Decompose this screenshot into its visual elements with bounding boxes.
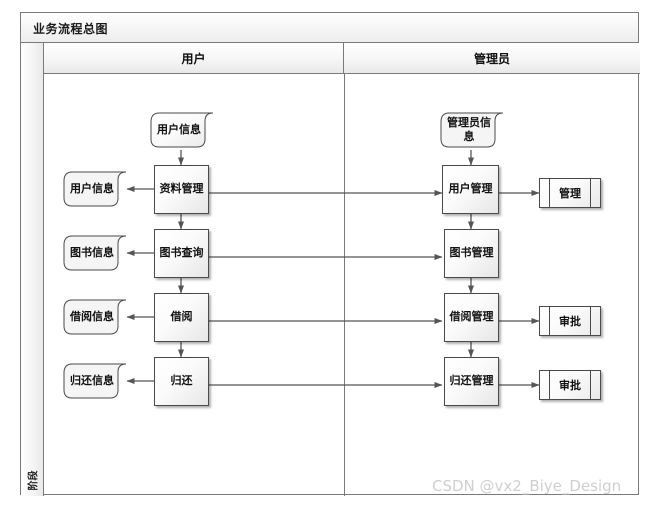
datastore-rule-right (590, 179, 591, 207)
node-return-info-store[interactable]: 归还信息 (62, 361, 128, 401)
datastore-rule-right (590, 371, 591, 399)
node-label: 用户信息 (70, 181, 114, 195)
node-label: 审批 (559, 379, 581, 392)
document-shape-icon (63, 171, 127, 207)
node-user-info-store[interactable]: 用户信息 (62, 169, 128, 209)
phase-label: 阶段 (28, 470, 40, 491)
node-book-info-store[interactable]: 图书信息 (62, 233, 128, 273)
lane-divider (344, 74, 345, 496)
node-profile-manage[interactable]: 资料管理 (154, 165, 209, 214)
node-label: 管理员信息 (447, 115, 491, 143)
node-borrow-manage[interactable]: 借阅管理 (444, 293, 499, 342)
node-label: 管理 (559, 187, 581, 200)
lane-header-admin: 管理员 (344, 43, 640, 74)
node-return[interactable]: 归还 (154, 357, 209, 406)
node-borrow-info-store[interactable]: 借阅信息 (62, 297, 128, 337)
node-manage-store[interactable]: 管理 (539, 178, 601, 208)
node-label: 图书信息 (70, 245, 114, 259)
node-label: 审批 (559, 315, 581, 328)
lane-header-user: 用户 (44, 43, 344, 74)
watermark: CSDN @vx2_Biye_Design (432, 477, 622, 495)
document-shape-icon (63, 299, 127, 335)
node-approve-return[interactable]: 审批 (539, 370, 601, 400)
node-borrow[interactable]: 借阅 (154, 293, 209, 342)
datastore-rule-left (549, 371, 550, 399)
node-book-manage[interactable]: 图书管理 (444, 229, 499, 278)
page-title: 业务流程总图 (33, 22, 109, 36)
datastore-rule-left (549, 307, 550, 335)
node-admin-info-start[interactable]: 管理员信息 (439, 110, 505, 150)
business-flow-diagram: 业务流程总图 阶段 用户 管理员 (20, 12, 640, 496)
diagram-title-bar: 业务流程总图 (21, 13, 638, 43)
node-user-manage[interactable]: 用户管理 (442, 165, 499, 214)
node-book-query[interactable]: 图书查询 (154, 229, 209, 278)
datastore-rule-left (549, 179, 550, 207)
node-label: 借阅信息 (70, 309, 114, 323)
document-shape-icon (150, 112, 214, 148)
datastore-rule-right (590, 307, 591, 335)
node-user-info-start[interactable]: 用户信息 (149, 110, 215, 150)
document-shape-icon (63, 363, 127, 399)
node-return-manage[interactable]: 归还管理 (444, 357, 499, 406)
phase-rail: 阶段 (21, 43, 44, 496)
node-approve-borrow[interactable]: 审批 (539, 306, 601, 336)
node-label: 归还信息 (70, 373, 114, 387)
document-shape-icon (440, 112, 504, 148)
node-label: 用户信息 (157, 122, 201, 136)
document-shape-icon (63, 235, 127, 271)
